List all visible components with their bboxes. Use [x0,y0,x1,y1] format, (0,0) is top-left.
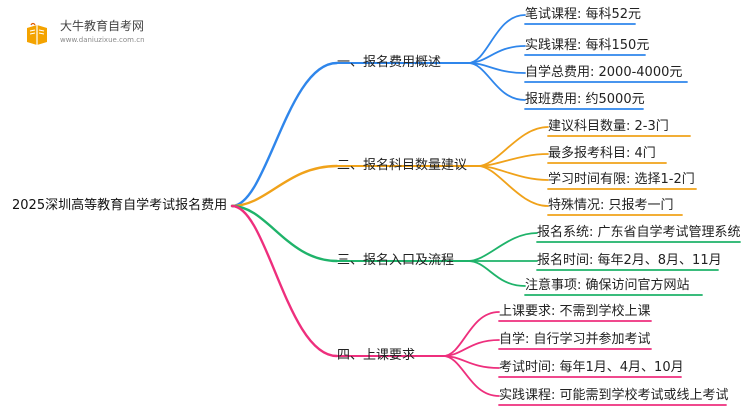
branch-fee-overview: 一、报名费用概述 [337,55,442,70]
leaf-class-attendance: 上课要求: 不需到学校上课 [499,304,651,319]
leaf-link-2-1 [477,126,549,167]
root-link-3 [230,204,339,263]
leaf-practice-course-fee: 实践课程: 每科150元 [525,38,650,53]
leaf-recommended-subjects: 建议科目数量: 2-3门 [548,119,669,134]
flame-book-icon [27,22,47,45]
leaf-link-4-4 [442,355,500,397]
branch-entry-process: 三、报名入口及流程 [337,253,455,268]
leaf-link-2-4 [477,165,549,207]
leaf-class-fee: 报班费用: 约5000元 [525,92,645,107]
logo-title: 大牛教育自考网 [60,19,145,33]
branch-subject-suggestion: 二、报名科目数量建议 [337,158,468,173]
leaf-link-3-3 [467,260,526,287]
leaf-exam-time: 考试时间: 每年1月、4月、10月 [499,360,684,375]
root-link-1 [230,61,339,208]
leaf-registration-time: 报名时间: 每年2月、8月、11月 [537,253,722,268]
root-link-2 [230,164,339,208]
leaf-notes: 注意事项: 确保访问官方网站 [525,278,690,293]
leaf-link-2-2 [477,153,549,167]
leaf-self-study: 自学: 自行学习并参加考试 [499,332,651,347]
root-node: 2025深圳高等教育自学考试报名费用 [12,198,228,213]
leaf-link-1-1 [467,14,526,64]
leaf-limited-study-time: 学习时间有限: 选择1-2门 [548,172,695,187]
branch-class-requirement: 四、上课要求 [337,348,416,363]
leaf-practice-exam: 实践课程: 可能需到学校考试或线上考试 [499,388,729,403]
logo-url: www.daniuzixue.com.cn [60,36,145,44]
leaf-link-4-1 [442,311,500,357]
leaf-registration-system: 报名系统: 广东省自学考试管理系统 [537,225,741,240]
site-logo: 大牛教育自考网 www.daniuzixue.com.cn [8,8,158,50]
leaf-self-study-total: 自学总费用: 2000-4000元 [525,65,683,80]
leaf-written-course-fee: 笔试课程: 每科52元 [525,7,642,22]
root-link-4 [230,204,339,358]
leaf-max-subjects: 最多报考科目: 4门 [548,146,656,161]
leaf-link-1-4 [467,62,526,101]
leaf-special-case: 特殊情况: 只报考一门 [548,198,674,213]
leaf-link-2-3 [477,165,549,181]
leaf-link-3-1 [467,232,538,262]
